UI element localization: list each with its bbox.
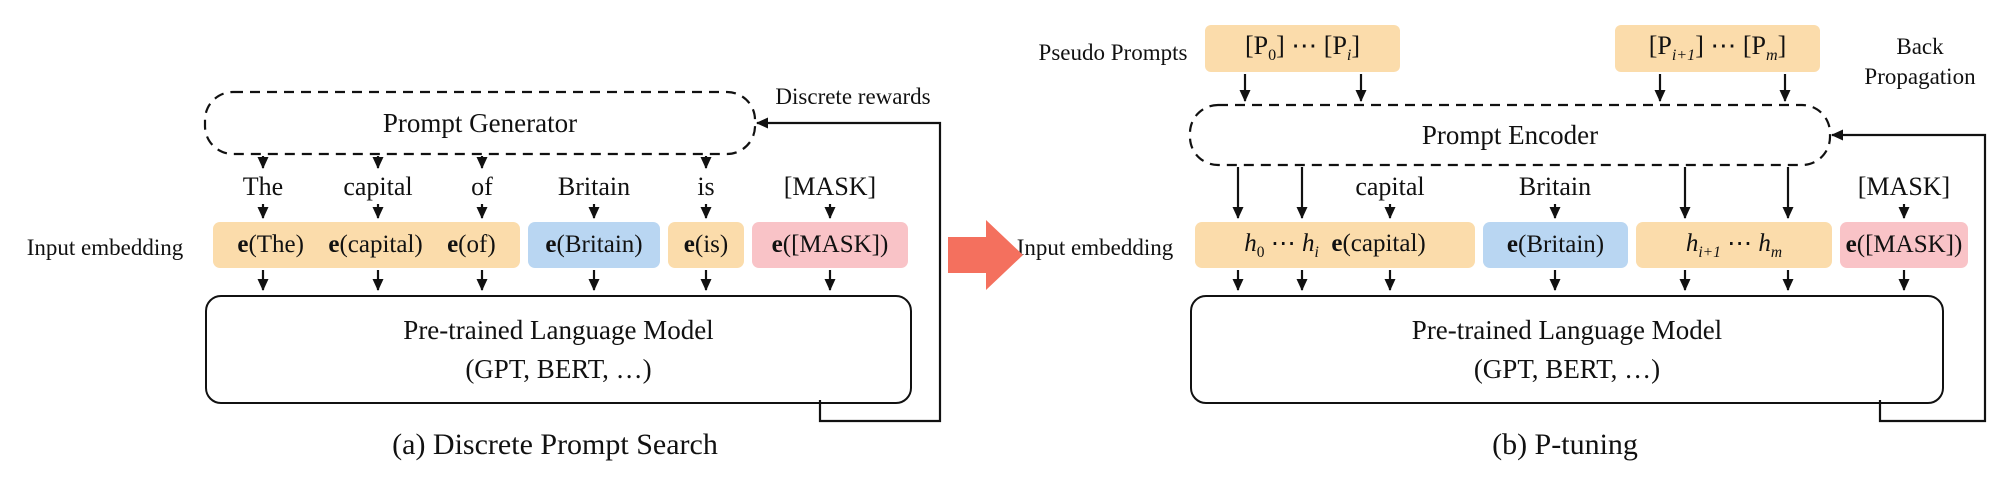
- prompt-encoder-label: Prompt Encoder: [1421, 119, 1599, 150]
- embedding-box-mask-a: e([MASK]): [752, 222, 908, 268]
- embedding-e-the: e(The): [237, 231, 304, 258]
- panel-a-embedding-to-model-arrows: [257, 270, 836, 291]
- prompt-encoder-outline: [1188, 103, 1832, 167]
- token-capital-b: capital: [1355, 172, 1425, 201]
- token-the: The: [242, 172, 284, 201]
- back-propagation-line1: Back: [1896, 34, 1944, 59]
- token-mask-b: [MASK]: [1857, 172, 1951, 201]
- embedding-box-mask-b: e([MASK]): [1840, 222, 1968, 268]
- prompt-generator-label: Prompt Generator: [382, 107, 578, 138]
- panel-b-token-to-embedding-arrows: [1384, 204, 1910, 219]
- panel-a-token-to-embedding-arrows: [257, 204, 836, 219]
- embedding-e-britain-b: e(Britain): [1506, 231, 1605, 258]
- panel-b-encoder-to-embedding-arrows: [1232, 167, 1794, 219]
- embedding-box-britain-b: e(Britain): [1483, 222, 1628, 268]
- embedding-box-h-right: hi+1 ⋯ hm: [1636, 222, 1832, 268]
- language-model-box-a: Pre-trained Language Model (GPT, BERT, ……: [205, 295, 912, 404]
- embedding-box-h-left: h0 ⋯ hi e(capital): [1195, 222, 1475, 268]
- panel-b-pseudo-to-encoder-arrows: [1239, 74, 1791, 102]
- prompt-generator-box: Prompt Generator: [205, 92, 755, 154]
- embedding-e-mask-b: e([MASK]): [1845, 231, 1963, 258]
- back-propagation-label: Back Propagation: [1845, 32, 1995, 92]
- token-of: of: [471, 172, 493, 201]
- input-embedding-label-b: Input embedding: [1016, 235, 1174, 260]
- language-model-title-a: Pre-trained Language Model: [403, 315, 714, 346]
- back-propagation-line2: Propagation: [1864, 63, 1976, 89]
- panel-b-embedding-to-model-arrows: [1232, 270, 1910, 291]
- pseudo-prompt-left-label: [P0] ⋯ [Pi]: [1244, 31, 1361, 65]
- back-propagation-feedback-line: [1831, 129, 1987, 423]
- pseudo-prompt-box-right: [Pi+1] ⋯ [Pm]: [1615, 25, 1820, 72]
- pseudo-prompt-right-label: [Pi+1] ⋯ [Pm]: [1648, 31, 1787, 65]
- prompt-encoder-box: Prompt Encoder: [1190, 105, 1830, 165]
- embedding-box-prompt-left: e(The) e(capital) e(of): [213, 222, 520, 268]
- token-capital: capital: [343, 172, 413, 201]
- discrete-reward-feedback-line: [756, 117, 942, 423]
- embedding-h-right-label: hi+1 ⋯ hm: [1685, 230, 1783, 261]
- token-mask: [MASK]: [783, 172, 877, 201]
- prompt-generator-outline: [203, 90, 757, 156]
- token-is: is: [697, 172, 715, 201]
- pseudo-prompts-label: Pseudo Prompts: [1038, 40, 1188, 65]
- caption-a: (a) Discrete Prompt Search: [392, 428, 718, 461]
- language-model-title-b: Pre-trained Language Model: [1411, 315, 1723, 346]
- language-model-subtitle-a: (GPT, BERT, …): [465, 353, 652, 384]
- caption-b: (b) P-tuning: [1492, 428, 1638, 461]
- embedding-box-britain-a: e(Britain): [528, 222, 660, 268]
- token-britain-b: Britain: [1518, 172, 1592, 201]
- embedding-e-of: e(of): [447, 231, 496, 258]
- embedding-e-mask: e([MASK]): [771, 231, 889, 258]
- embedding-e-britain: e(Britain): [545, 231, 643, 258]
- language-model-subtitle-b: (GPT, BERT, …): [1473, 353, 1661, 384]
- pseudo-prompt-box-left: [P0] ⋯ [Pi]: [1205, 25, 1400, 72]
- input-embedding-label-a: Input embedding: [26, 235, 184, 260]
- embedding-e-capital: e(capital): [328, 231, 423, 258]
- panel-a-generator-to-token-arrows: [257, 156, 712, 169]
- language-model-box-b: Pre-trained Language Model (GPT, BERT, ……: [1190, 295, 1944, 404]
- embedding-box-is: e(is): [668, 222, 744, 268]
- embedding-e-is: e(is): [683, 231, 729, 258]
- discrete-rewards-label: Discrete rewards: [775, 84, 931, 109]
- embedding-h-left-label: h0 ⋯ hi e(capital): [1244, 230, 1426, 261]
- panel-transition-arrow: [948, 220, 1023, 290]
- token-britain: Britain: [557, 172, 631, 201]
